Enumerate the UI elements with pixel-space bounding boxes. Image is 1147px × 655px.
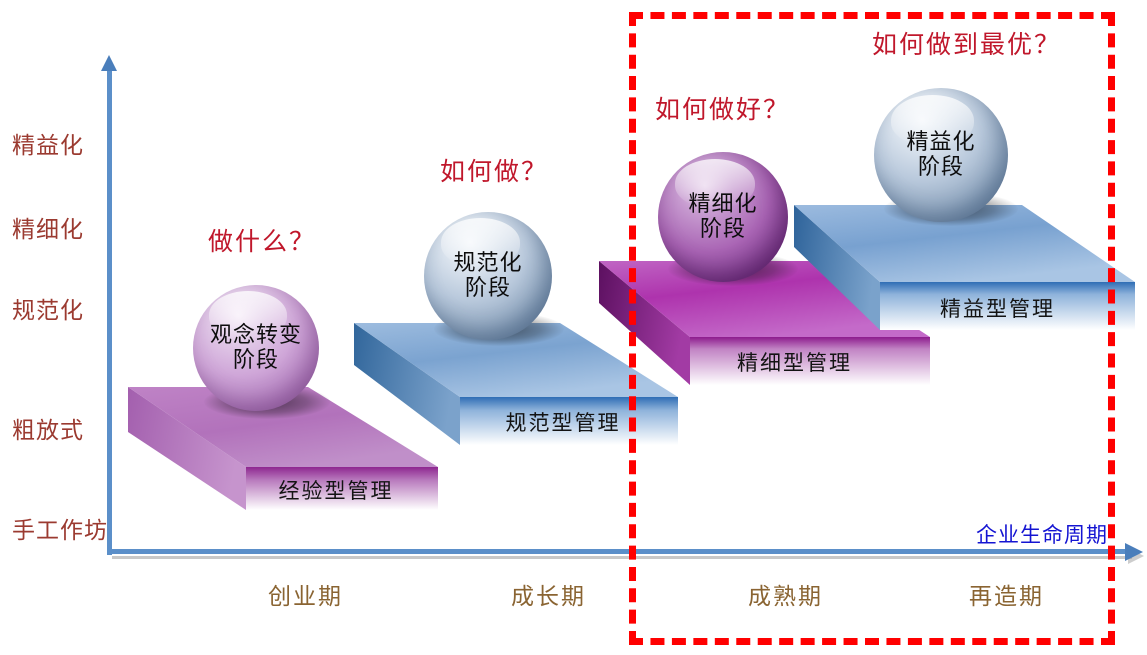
step-sphere-text-1: 观念转变 阶段 xyxy=(210,322,302,375)
step-sphere-2: 规范化 阶段 xyxy=(424,212,552,340)
slab-1-shape xyxy=(128,387,438,510)
step-sphere-1: 观念转变 阶段 xyxy=(193,285,319,411)
x-axis-label-1: 成长期 xyxy=(511,584,586,609)
y-axis-line xyxy=(107,68,112,555)
step-question-3: 如何做好？ xyxy=(655,97,791,124)
y-axis-label-1: 精细化 xyxy=(12,217,84,242)
x-axis-line xyxy=(109,549,1129,554)
x-axis-shadow xyxy=(112,556,1132,559)
step-sphere-line2-1: 阶段 xyxy=(232,347,279,372)
step-sphere-line2-2: 阶段 xyxy=(464,275,511,300)
step-sphere-text-3: 精细化 阶段 xyxy=(688,191,757,244)
step-slab-label-3: 精细型管理 xyxy=(737,351,852,375)
x-axis-label-3: 再造期 xyxy=(969,584,1044,609)
step-question-2: 如何做？ xyxy=(440,159,549,186)
step-slab-label-4: 精益型管理 xyxy=(940,297,1055,321)
x-axis-label-2: 成熟期 xyxy=(748,584,823,609)
step-sphere-line1-3: 精细化 xyxy=(688,190,758,216)
step-sphere-4: 精益化 阶段 xyxy=(874,88,1008,222)
x-axis-arrow-icon xyxy=(1125,543,1143,561)
step-slab-3: 精细型管理 xyxy=(595,245,930,385)
step-sphere-line2-4: 阶段 xyxy=(917,154,964,179)
x-axis-title: 企业生命周期 xyxy=(976,523,1108,547)
step-sphere-line1-4: 精益化 xyxy=(906,128,976,154)
step-sphere-line1-1: 观念转变 xyxy=(209,321,302,347)
step-slab-label-1: 经验型管理 xyxy=(278,479,394,503)
step-slab-2: 规范型管理 xyxy=(348,305,678,445)
y-axis-label-0: 精益化 xyxy=(12,133,84,158)
step-sphere-text-4: 精益化 阶段 xyxy=(906,129,975,182)
step-sphere-text-2: 规范化 阶段 xyxy=(453,250,522,303)
step-question-4: 如何做到最优？ xyxy=(872,32,1062,59)
slab-3-shape xyxy=(599,261,930,385)
step-slab-1: 经验型管理 xyxy=(118,375,438,510)
x-axis-label-0: 创业期 xyxy=(268,584,343,609)
y-axis-label-4: 手工作坊 xyxy=(12,518,108,543)
step-sphere-line2-3: 阶段 xyxy=(699,216,746,241)
y-axis-label-2: 规范化 xyxy=(12,298,84,323)
step-question-1: 做什么？ xyxy=(208,229,317,256)
y-axis-label-3: 粗放式 xyxy=(12,418,84,443)
step-slab-4: 精益型管理 xyxy=(790,185,1135,330)
slab-2-shape xyxy=(354,323,678,445)
step-slab-label-2: 规范型管理 xyxy=(505,411,621,435)
slab-4-shape xyxy=(794,205,1135,330)
step-sphere-line1-2: 规范化 xyxy=(453,249,523,275)
step-sphere-3: 精细化 阶段 xyxy=(658,152,788,282)
y-axis-arrow-icon xyxy=(101,55,117,71)
